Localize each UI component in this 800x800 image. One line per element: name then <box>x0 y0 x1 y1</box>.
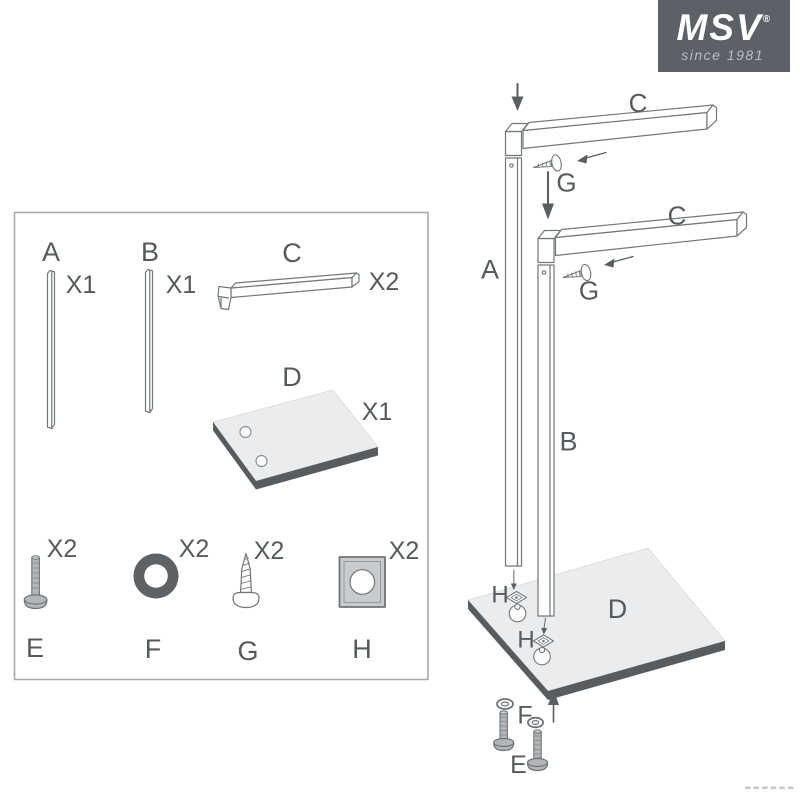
part-g-qty: X2 <box>254 537 285 565</box>
brand-name: MSV® <box>676 9 770 46</box>
brand-logo: MSV® since 1981 <box>658 0 790 72</box>
part-b-label: B <box>141 237 159 267</box>
insert-arrow-mid-icon <box>604 255 634 268</box>
part-h-qty: X2 <box>389 537 420 565</box>
down-arrow-top-icon <box>511 83 524 111</box>
assembly-bolt-label: E <box>510 751 527 779</box>
plate-hole <box>239 425 252 439</box>
part-b-drawing <box>144 268 154 414</box>
assembly-pole-b-label: B <box>559 427 577 457</box>
part-f-qty: X2 <box>179 535 210 563</box>
down-arrow-mid-icon <box>542 171 554 220</box>
insert-arrow-top-icon <box>577 151 607 164</box>
part-b-qty: X1 <box>166 271 197 299</box>
assembly-screw-mid <box>562 263 592 282</box>
brand-tagline: since 1981 <box>681 47 764 63</box>
part-d-drawing <box>212 389 379 490</box>
assembly-nut-mid <box>532 617 555 666</box>
assembly-arm-top <box>522 104 718 150</box>
brand-name-text: MSV <box>676 7 763 48</box>
parts-box: A X1 B X1 C X2 <box>13 211 429 681</box>
part-h-label: H <box>352 634 372 664</box>
assembly-pole-a-label: A <box>481 255 499 285</box>
part-c-drawing <box>217 272 360 311</box>
assembly-screw-mid-label: G <box>579 276 599 306</box>
assembly-arm-mid-label: C <box>668 201 687 231</box>
assembly-arm-top-label: C <box>629 88 648 118</box>
part-h-drawing <box>338 556 386 608</box>
part-a-label: A <box>42 237 60 267</box>
up-arrow-icon <box>548 689 559 723</box>
part-f-drawing <box>133 553 179 599</box>
part-a-qty: X1 <box>66 271 97 299</box>
assembly-pole-a <box>504 122 529 567</box>
assembly-screw-top-label: G <box>556 168 576 198</box>
part-e-drawing <box>23 555 48 610</box>
assembly-bolts <box>493 710 549 772</box>
assembly-pole-b <box>537 229 562 617</box>
part-d-qty: X1 <box>362 398 393 426</box>
assembly-base-plate <box>467 547 726 700</box>
part-f-label: F <box>145 634 162 664</box>
part-a-drawing <box>46 269 56 430</box>
assembly-nut-mid-label: H <box>517 627 534 654</box>
assembly-diagram: C G C G A B D H H F E <box>467 83 748 779</box>
registered-mark: ® <box>762 14 770 25</box>
dashed-mark <box>745 786 794 790</box>
part-g-label: G <box>237 636 258 666</box>
assembly-washers <box>496 698 545 729</box>
part-c-qty: X2 <box>369 268 400 296</box>
part-g-drawing <box>232 552 260 609</box>
part-e-label: E <box>26 633 44 663</box>
assembly-screw-top <box>532 154 562 172</box>
part-e-qty: X2 <box>47 535 78 563</box>
part-d-label: D <box>282 362 302 392</box>
assembly-base-label: D <box>608 594 628 624</box>
assembly-arm-mid <box>554 211 748 257</box>
plate-hole <box>255 454 268 468</box>
part-c-label: C <box>282 238 302 268</box>
assembly-washer-label: F <box>517 702 532 730</box>
assembly-nut-top <box>505 569 528 623</box>
assembly-nut-top-label: H <box>491 582 508 609</box>
